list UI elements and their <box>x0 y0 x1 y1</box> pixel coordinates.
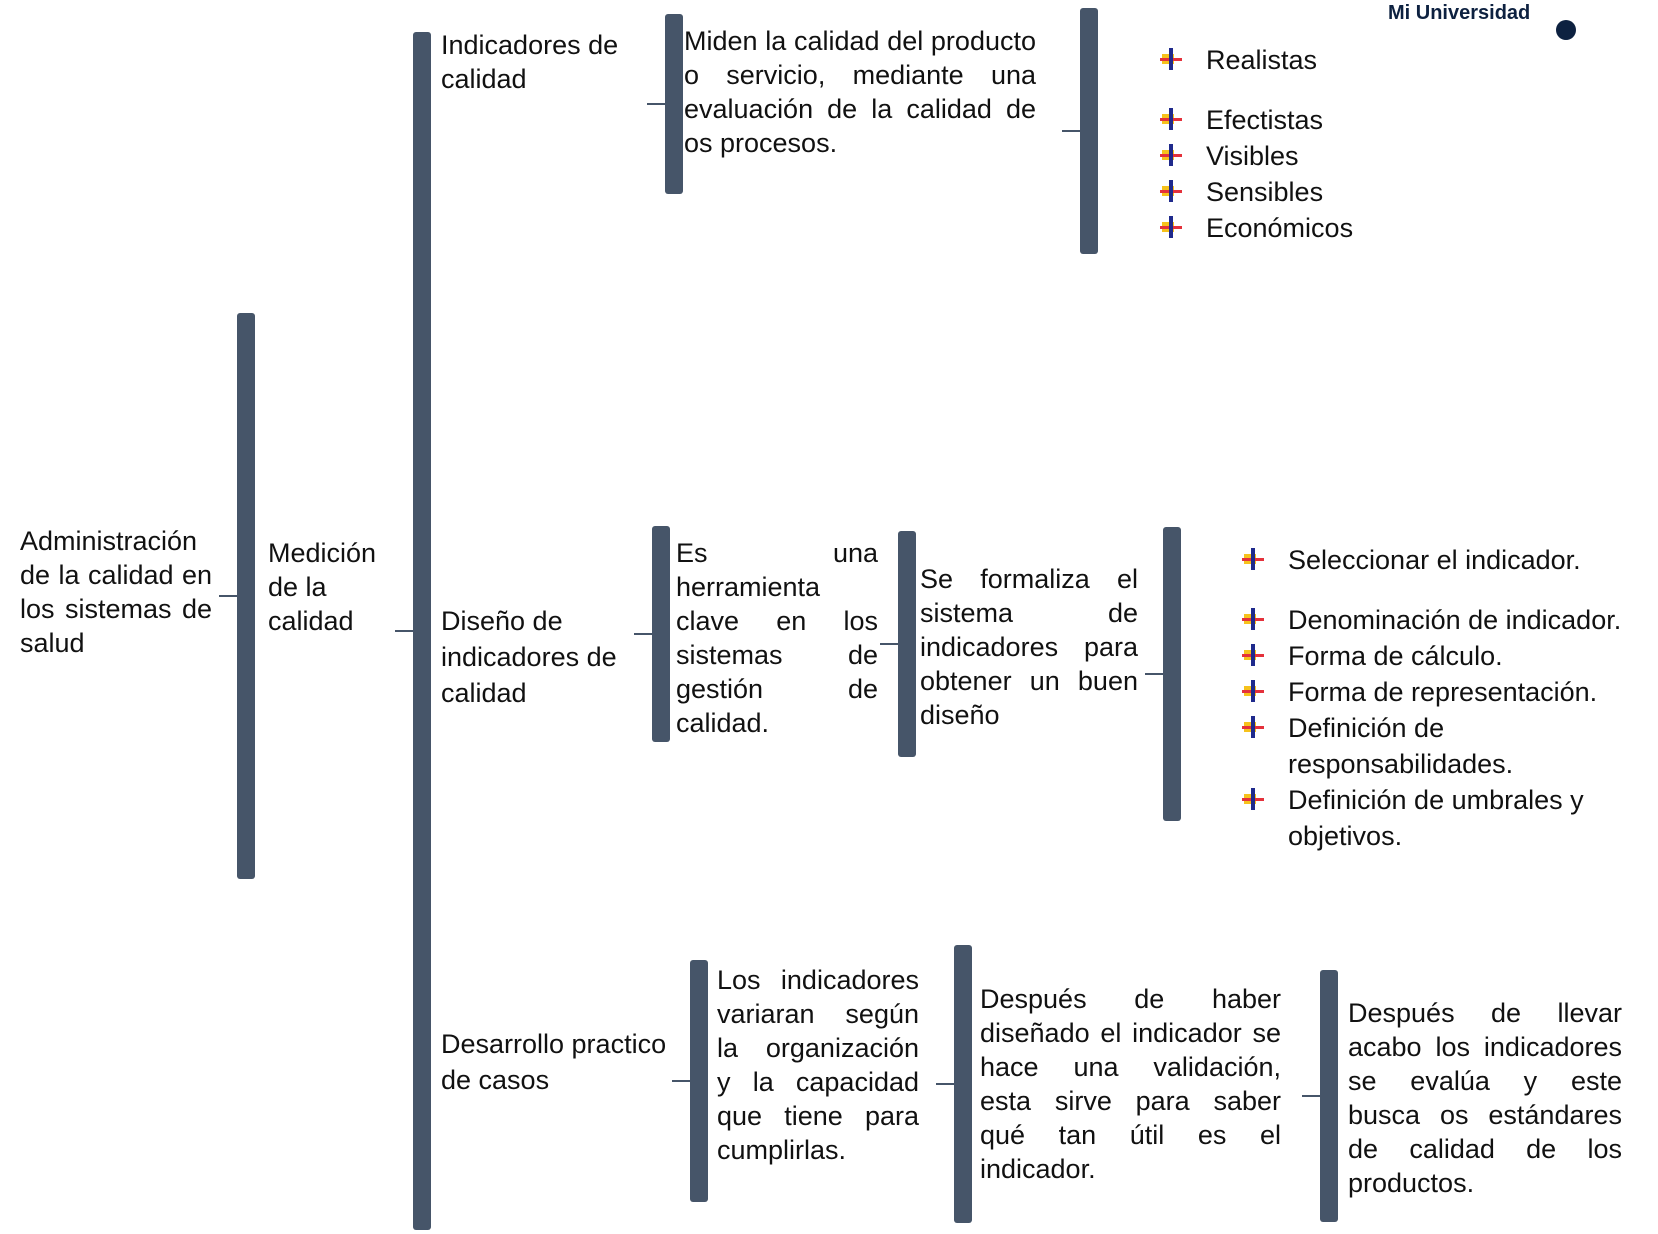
list-item: Denominación de indicador. <box>1242 602 1658 638</box>
branch3-step: Después de haber diseñado el indicador s… <box>980 984 1281 1184</box>
list-item: Visibles <box>1160 138 1460 174</box>
plus-bullet-icon <box>1242 548 1264 570</box>
list-item: Económicos <box>1160 210 1460 246</box>
plus-bullet-icon <box>1160 180 1182 202</box>
list-item: Realistas <box>1160 42 1460 78</box>
branch3-description: Los indicadores variaran según la organi… <box>717 965 919 1165</box>
branch-title-diseno: Diseño de indicadores de calidad <box>441 606 617 708</box>
plus-bullet-icon <box>1242 608 1264 630</box>
bracket-branch1-items <box>1062 8 1098 254</box>
list-item: Definición de umbrales y objetivos. <box>1242 782 1628 854</box>
list-item: Forma de cálculo. <box>1242 638 1658 674</box>
brand-logo-text: Mi Universidad <box>1388 2 1531 24</box>
root-label: Administración de la calidad en los sist… <box>20 526 212 658</box>
list-item: Definición de responsabilidades. <box>1242 710 1578 782</box>
bracket-branch1 <box>647 14 683 194</box>
list-item: Seleccionar el indicador. <box>1242 542 1658 578</box>
branch-title-desarrollo: Desarrollo practico de casos <box>441 1029 667 1095</box>
bracket-branch3 <box>672 960 708 1202</box>
plus-bullet-icon <box>1242 788 1264 810</box>
bracket-branch2 <box>634 526 670 742</box>
branch2-step: Se formaliza el sistema de indicadores p… <box>920 564 1138 730</box>
plus-bullet-icon <box>1160 144 1182 166</box>
bracket-level1 <box>395 32 431 1230</box>
branch-title-indicadores: Indicadores de calidad <box>441 30 619 94</box>
bracket-branch2-step <box>880 531 916 757</box>
bracket-branch3-step <box>936 945 972 1223</box>
plus-bullet-icon <box>1242 716 1264 738</box>
bracket-branch2-items <box>1145 527 1181 821</box>
plus-bullet-icon <box>1160 48 1182 70</box>
bracket-branch3-step2 <box>1302 970 1338 1222</box>
plus-bullet-icon <box>1242 644 1264 666</box>
plus-bullet-icon <box>1160 216 1182 238</box>
branch2-item-list: Seleccionar el indicador. Denominación d… <box>1242 542 1658 854</box>
branch2-description: Es una herramienta clave en los sistemas… <box>676 538 878 738</box>
list-item: Efectistas <box>1160 102 1460 138</box>
bracket-root <box>219 313 255 879</box>
list-item: Forma de representación. <box>1242 674 1658 710</box>
brand-dot-icon <box>1556 20 1576 40</box>
list-item: Sensibles <box>1160 174 1460 210</box>
branch3-step2: Después de llevar acabo los indicadores … <box>1348 998 1622 1198</box>
plus-bullet-icon <box>1242 680 1264 702</box>
plus-bullet-icon <box>1160 108 1182 130</box>
level1-label: Medición de la calidad <box>268 538 377 636</box>
branch1-description: Miden la calidad del producto o servicio… <box>684 26 1036 158</box>
branch1-item-list: Realistas Efectistas Visibles Sensibles … <box>1160 42 1460 246</box>
